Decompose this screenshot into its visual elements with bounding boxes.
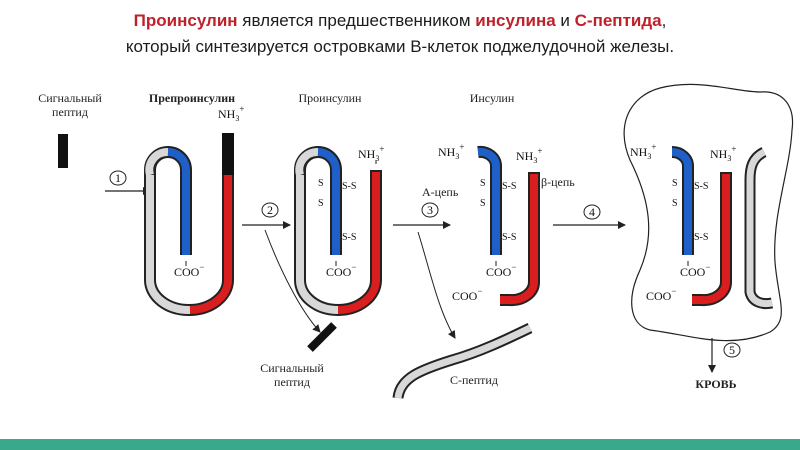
title-line-2: который синтезируется островками В-клето… [125,37,675,56]
vesicle-b-coo: COO− [646,286,676,303]
preproinsulin-nh3: NH3+ [218,104,244,123]
step-1-circle [109,170,127,186]
vesicle-b-chain [692,174,731,305]
proinsulin-a-chain [317,148,340,255]
vesicle-a-chain [671,148,692,255]
insulin-b-coo: COO− [452,286,482,303]
proinsulin-ss-2: S-S [342,232,356,243]
insulin-label: Инсулин [470,91,515,105]
step-5-circle [723,342,741,358]
signal-peptide-top-label-1: Сигнальный [38,91,102,105]
proinsulin-intra-s-bottom: S [318,198,324,209]
vesicle-c-peptide [746,148,773,308]
vesicle-ss-1: S-S [694,181,708,192]
proinsulin-b-chain [337,172,380,314]
vesicle-a-nh3: NH3+ [630,142,656,161]
c-peptide-release-arrow [417,231,456,339]
step-3-circle [421,202,439,218]
signal-peptide-top-label-2: пептид [52,105,88,119]
step-1-number: 1 [115,171,121,185]
signal-peptide-bar [58,134,68,168]
title-line-1: Проинсулин является предшественником инс… [0,8,800,34]
proinsulin-intra-s-top: S [318,178,324,189]
preproinsulin-coo: COO− [174,262,204,279]
proinsulin-coo: COO− [326,262,356,279]
vesicle-intra-s-top: S [672,178,678,189]
title-c-peptide: С-пептида [574,11,662,30]
insulin-ss-2: S-S [502,232,516,243]
signal-peptide-release-arrow [264,229,321,333]
insulin-intra-s-top: S [480,178,486,189]
preproinsulin-label: Препроинсулин [149,91,235,105]
preproinsulin-signal-segment [222,133,234,175]
step-4-number: 4 [589,205,595,219]
released-signal-peptide [307,322,337,352]
signal-peptide-bottom-label-1: Сигнальный [260,361,324,375]
a-chain-label: А-цепь [422,185,459,199]
insulin-a-nh3: NH3+ [438,142,464,161]
insulin-a-chain [477,147,501,255]
title-insulin: инсулина [475,11,556,30]
title-proinsulin: Проинсулин [133,11,238,30]
title-comma: , [661,11,667,30]
proinsulin-c-segment [296,175,339,314]
vesicle-b-nh3: NH3+ [710,144,736,163]
title-text-b: и [555,11,575,30]
c-peptide-label: С-пептид [450,373,498,387]
step-2-number: 2 [267,203,273,217]
step-2-circle [261,202,279,218]
bottom-accent-bar [0,439,800,450]
vesicle-a-coo: COO− [680,262,710,279]
insulin-b-nh3: NH3+ [516,146,542,165]
blood-label: КРОВЬ [695,377,736,391]
step-3-number: 3 [427,203,433,217]
released-c-peptide [394,324,532,399]
vesicle-intra-s-bottom: S [672,198,678,209]
step-5-number: 5 [729,343,735,357]
proinsulin-ss-1: S-S [342,181,356,192]
title-text-a: является предшественником [237,11,476,30]
insulin-ss-1: S-S [502,181,516,192]
b-chain-label: β-цепь [541,175,575,189]
preproinsulin-c-segment [146,175,191,315]
insulin-b-chain [500,174,539,305]
signal-peptide-bottom-label-2: пептид [274,375,310,389]
insulin-intra-s-bottom: S [480,198,486,209]
preproinsulin-a-chain [167,148,190,255]
slide-title: Проинсулин является предшественником инс… [0,8,800,60]
proinsulin-nh3: NH3+ [358,144,384,163]
preproinsulin-b-chain [189,175,232,314]
insulin-a-coo: COO− [486,262,516,279]
proinsulin-label: Проинсулин [299,91,363,105]
step-4-circle [583,204,601,220]
vesicle-ss-2: S-S [694,232,708,243]
